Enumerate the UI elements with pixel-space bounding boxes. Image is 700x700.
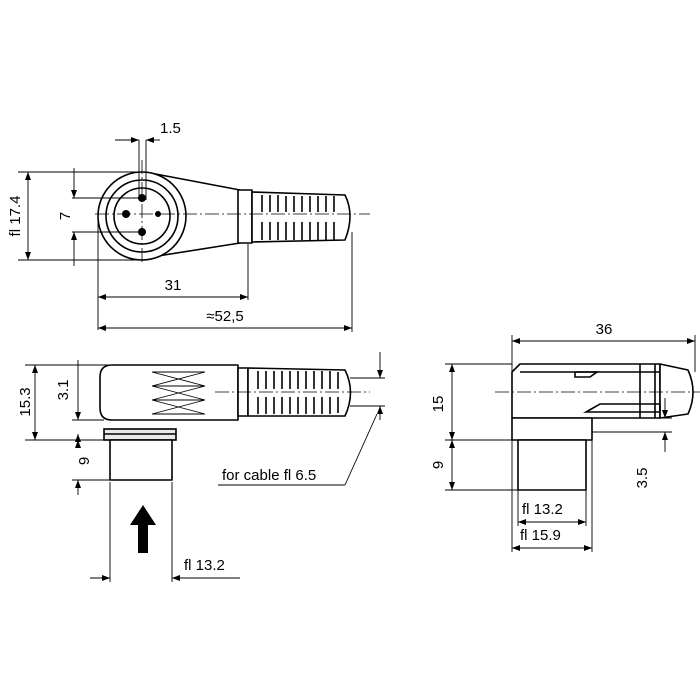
dim-side-height (25, 364, 110, 441)
dim-nut-diameter (90, 482, 240, 582)
label-right-inner-diameter: fl 13.2 (522, 501, 563, 518)
side-nut (109, 439, 173, 481)
label-pin-spacing: 7 (57, 212, 74, 220)
dim-nut-height (72, 440, 110, 495)
side-boot-ribs (257, 371, 339, 414)
dim-right-width (511, 335, 696, 372)
label-nut-diameter: fl 13.2 (184, 557, 225, 574)
dim-right-height-lower (445, 440, 518, 491)
label-right-height-lower: 9 (430, 461, 447, 469)
dim-right-height (445, 363, 512, 441)
label-offset-3-1: 3.1 (55, 380, 72, 401)
dim-outer-diameter (18, 171, 142, 261)
label-length-31: 31 (165, 277, 182, 294)
side-body (99, 364, 239, 421)
label-outer-diameter: fl 17.4 (7, 196, 24, 237)
dim-right-inner-diameter (517, 490, 587, 526)
label-right-width: 36 (596, 321, 613, 338)
right-body-lower (511, 417, 593, 441)
dim-length-31 (97, 216, 249, 330)
label-length-total: ≈52,5 (206, 308, 243, 325)
right-cap (659, 363, 694, 419)
label-nut-height: 9 (76, 457, 93, 465)
dim-length-total (98, 232, 353, 332)
dim-offset-3-5 (592, 398, 672, 452)
dim-pin-width (115, 137, 160, 200)
label-pin-width: 1.5 (160, 120, 181, 137)
dim-cable (218, 352, 385, 486)
label-right-height: 15 (430, 396, 447, 413)
label-offset-3-5: 3.5 (634, 468, 651, 489)
top-collar (237, 189, 253, 244)
side-grip (151, 371, 206, 415)
top-view: 1.5 fl 17.4 7 31 (7, 120, 370, 332)
top-boot (251, 191, 351, 243)
right-view: 36 15 9 fl 13.2 (430, 321, 700, 552)
label-right-outer-diameter: fl 15.9 (520, 527, 561, 544)
right-nut (517, 439, 587, 491)
top-boot-ribs (261, 195, 335, 240)
label-cable: for cable fl 6.5 (222, 467, 316, 484)
dim-pin-spacing (71, 168, 142, 266)
dim-right-outer-diameter (511, 440, 593, 552)
side-view: 15.3 3.1 9 fl 13.2 (17, 352, 385, 582)
dim-offset-3-1 (72, 360, 104, 448)
insertion-arrow (130, 505, 156, 553)
label-side-height: 15.3 (17, 387, 34, 416)
